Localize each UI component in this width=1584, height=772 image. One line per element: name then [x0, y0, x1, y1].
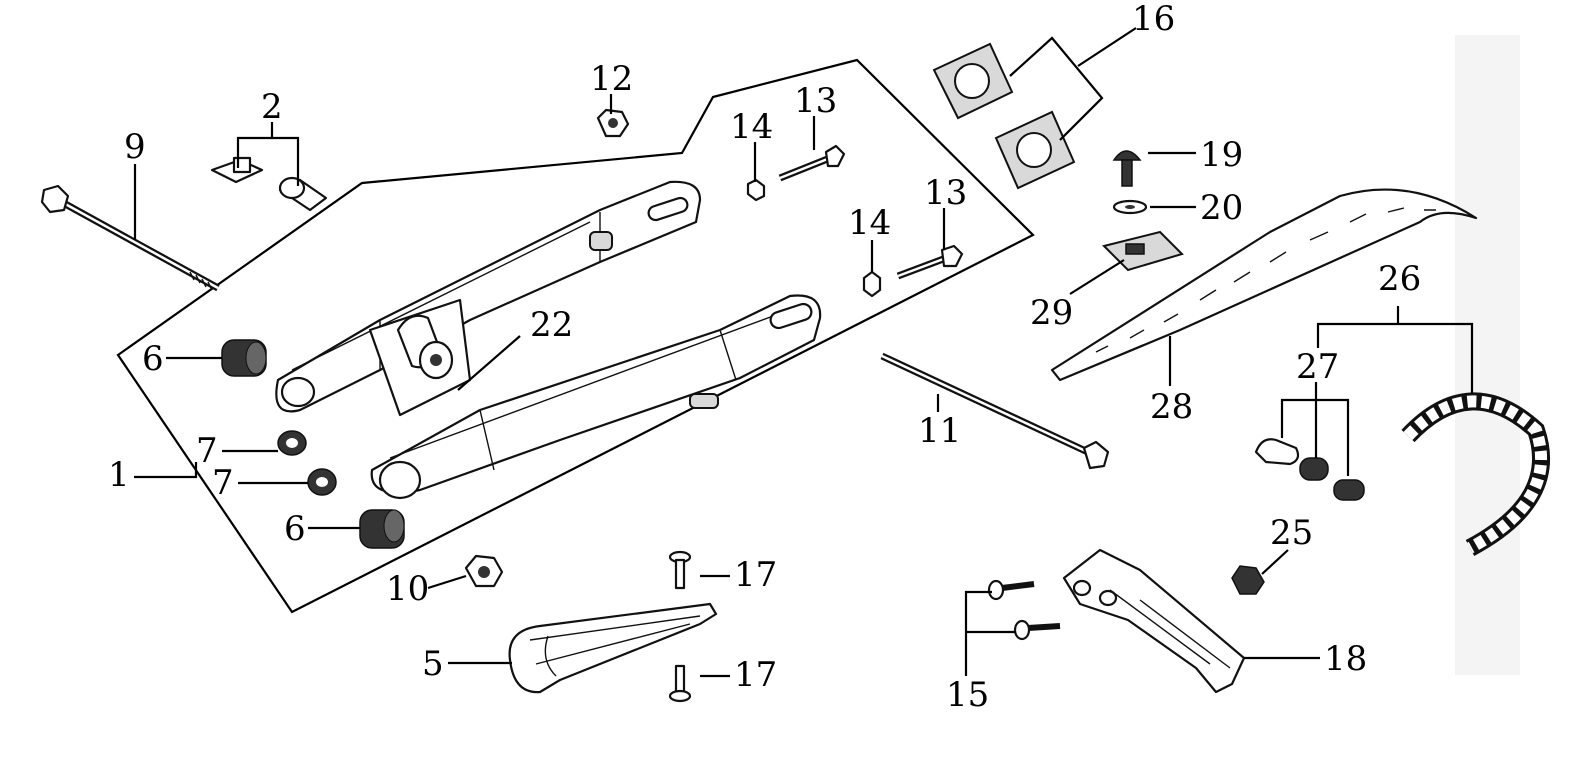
part-bolt-13a: [778, 144, 846, 182]
part-drive-chain: [1401, 392, 1551, 556]
callout-16: 16: [1132, 0, 1175, 39]
callout-1: 1: [108, 455, 130, 495]
callout-12: 12: [590, 59, 633, 99]
part-screw-17a: [668, 550, 692, 590]
callout-17a: 17: [734, 555, 777, 595]
callout-9: 9: [124, 127, 146, 167]
callout-29: 29: [1030, 293, 1073, 333]
part-nut-25: [1231, 565, 1265, 595]
callout-7b: 7: [212, 463, 234, 503]
part-bolt-13b: [896, 244, 964, 280]
callout-11: 11: [918, 411, 961, 451]
callout-5: 5: [422, 644, 444, 684]
leader-lines: [133, 27, 1474, 678]
callout-19: 19: [1200, 135, 1243, 175]
callout-13a: 13: [794, 81, 837, 121]
callout-20: 20: [1200, 188, 1243, 228]
part-pivot-bolt: [40, 184, 220, 292]
callout-2: 2: [261, 87, 283, 127]
callout-22: 22: [530, 305, 573, 345]
callout-13b: 13: [924, 173, 967, 213]
callout-27: 27: [1296, 347, 1339, 387]
callout-25: 25: [1270, 513, 1313, 553]
callout-26: 26: [1378, 259, 1421, 299]
callout-6b: 6: [284, 509, 306, 549]
callout-18: 18: [1324, 639, 1367, 679]
callout-labels: 1 2 5 6 6 7 7 9 10 11 12 13 13 14 14 15 …: [108, 0, 1421, 715]
part-adjuster-plate-a: [932, 42, 1014, 120]
part-nut-14a: [746, 178, 766, 202]
callout-14b: 14: [848, 203, 891, 243]
part-chain-slider: [508, 602, 718, 694]
part-nut-14b: [862, 270, 882, 298]
callout-14a: 14: [730, 107, 773, 147]
part-screw-17b: [668, 664, 692, 703]
part-adjuster-plate-b: [994, 110, 1076, 190]
part-bolt-15a: [987, 579, 1035, 601]
part-chain-guard: [1062, 548, 1246, 694]
part-brackets: [210, 156, 328, 212]
part-chain-guide: [1050, 188, 1478, 382]
part-collar-7a: [277, 430, 307, 456]
part-bolt-15b: [1013, 619, 1061, 641]
callout-17b: 17: [734, 655, 777, 695]
background-panel: [1455, 35, 1520, 675]
part-nut-12: [596, 108, 630, 138]
part-bushing-6a: [221, 339, 267, 377]
part-collar-7b: [307, 468, 337, 496]
swingarm-group-outline: [116, 58, 1035, 614]
part-swingarm: [275, 180, 822, 500]
part-master-link: [1254, 438, 1365, 501]
callout-7a: 7: [196, 431, 218, 471]
part-washer-20: [1112, 199, 1148, 215]
part-bushing-6b: [359, 509, 405, 549]
part-axle: [880, 352, 1110, 470]
callout-6a: 6: [142, 339, 164, 379]
callout-15: 15: [946, 675, 989, 715]
callout-10: 10: [386, 569, 429, 609]
callout-28: 28: [1150, 387, 1193, 427]
part-nut-10: [464, 554, 504, 588]
part-screw-19: [1112, 150, 1142, 187]
